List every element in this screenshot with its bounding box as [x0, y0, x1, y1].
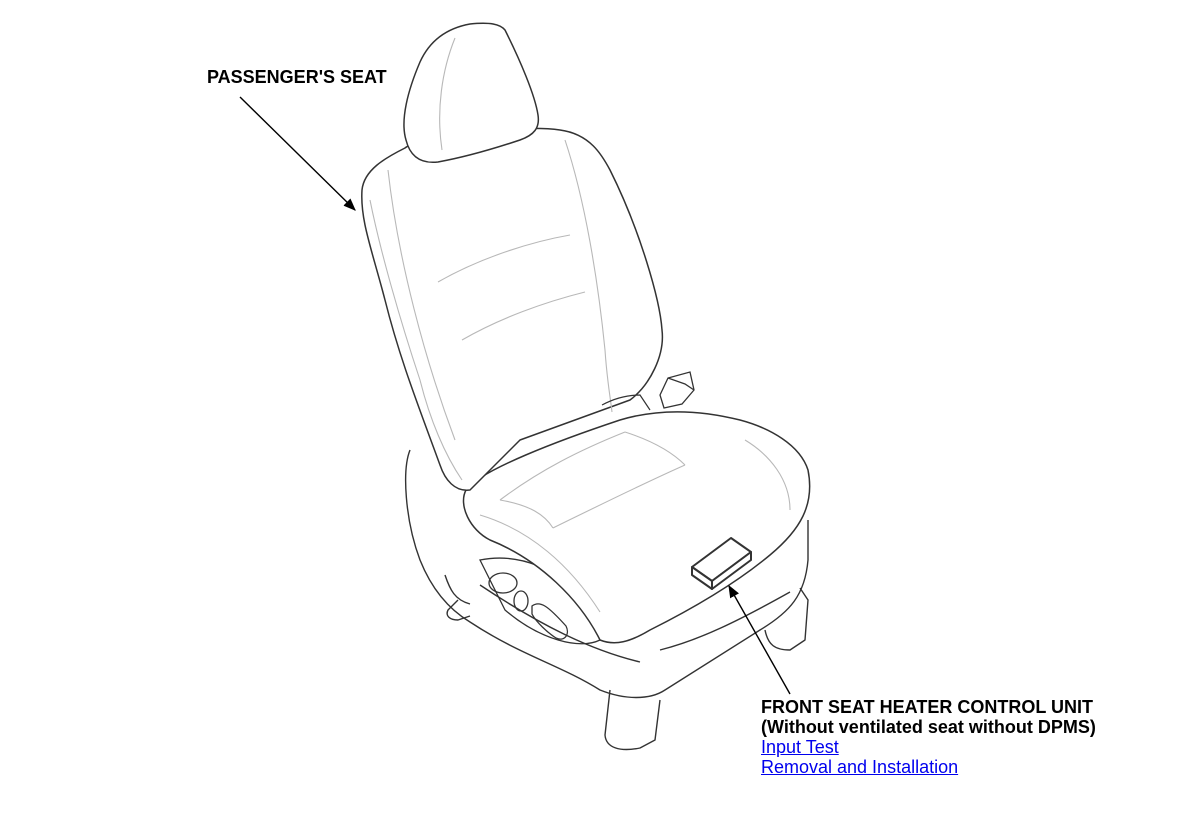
seat-belt-buckle-icon [659, 371, 695, 409]
slide-knob-icon [513, 590, 529, 612]
passenger-seat-label: PASSENGER'S SEAT [207, 67, 387, 87]
seat-back [361, 127, 664, 491]
control-unit-title: FRONT SEAT HEATER CONTROL UNIT [761, 697, 1093, 717]
control-unit-callout: FRONT SEAT HEATER CONTROL UNIT (Without … [761, 697, 1096, 777]
power-switch-icon [531, 603, 569, 640]
input-test-link[interactable]: Input Test [761, 737, 839, 757]
headrest [403, 22, 540, 164]
recline-knob-icon [488, 572, 518, 594]
control-unit-leader-arrow [728, 584, 791, 695]
removal-installation-link[interactable]: Removal and Installation [761, 757, 959, 777]
control-unit-subtitle: (Without ventilated seat without DPMS) [761, 717, 1096, 737]
seat-cushion [462, 411, 811, 644]
seat-frame [404, 449, 809, 751]
passenger-seat-leader-arrow [239, 96, 356, 211]
heater-control-unit-icon [691, 537, 752, 590]
